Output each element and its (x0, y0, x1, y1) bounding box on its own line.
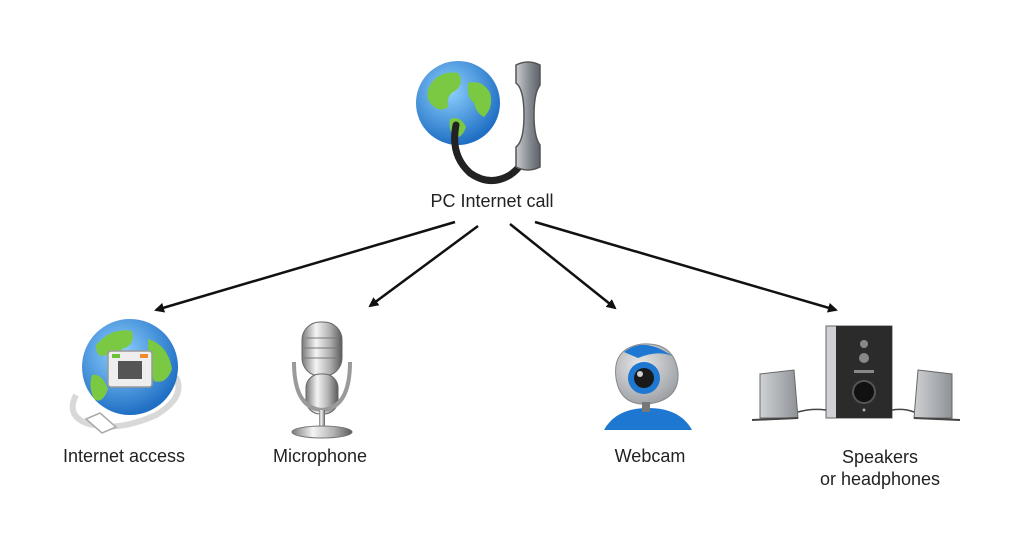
arrow-to-speakers (534, 220, 838, 313)
speakers-label-line2: or headphones (819, 469, 941, 489)
arrow-to-microphone (368, 224, 479, 308)
speakers-icon (751, 325, 961, 421)
globe-network-icon (69, 319, 182, 434)
internet-access-label: Internet access (62, 446, 186, 466)
microphone-label: Microphone (272, 446, 368, 466)
globe-phone-icon (416, 61, 541, 184)
arrow-to-webcam (509, 223, 617, 310)
arrow-to-internet (154, 220, 456, 313)
speakers-label-line1: Speakers (841, 447, 919, 467)
speakers-label: Speakers or headphones (790, 446, 970, 490)
webcam-label: Webcam (614, 446, 686, 466)
microphone-icon (291, 321, 353, 439)
webcam-icon (604, 343, 692, 430)
center-label: PC Internet call (430, 191, 554, 211)
